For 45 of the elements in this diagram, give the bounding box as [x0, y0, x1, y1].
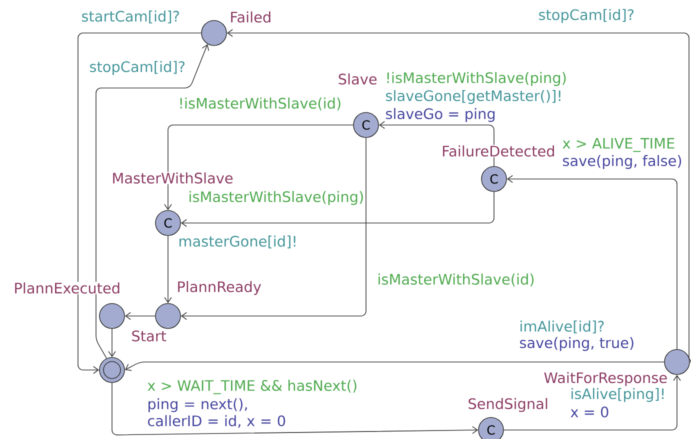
- transition-arrow: [164, 124, 354, 210]
- edge-label: imAlive[id]?: [518, 320, 606, 334]
- initial-location: [99, 357, 125, 383]
- location-name: PlannExecuted: [13, 282, 122, 294]
- location-circle: [201, 20, 227, 46]
- edge-label: x > ALIVE_TIME: [561, 137, 676, 153]
- committed-location: C: [353, 112, 379, 138]
- transition-arrow: [124, 362, 664, 371]
- location-name: Slave: [337, 72, 378, 86]
- transition-arrow: [226, 29, 691, 362]
- edge-label: isMasterWithSlave(ping): [187, 190, 366, 206]
- transition-arrow: [108, 328, 116, 358]
- transition-arrow: [180, 138, 366, 320]
- location-circle: [155, 303, 181, 329]
- committed-location: C: [478, 417, 504, 439]
- transition-arrow: [124, 312, 156, 320]
- transition-arrow: [112, 382, 478, 436]
- edge-label: masterGone[id]!: [177, 234, 298, 250]
- location-name: Start: [132, 330, 166, 342]
- edge-label: stopCam[id]?: [537, 8, 636, 24]
- edge-label: startCam[id]?: [80, 10, 181, 24]
- transition-arrow: [378, 121, 494, 166]
- location-circle: [99, 303, 125, 329]
- transition-arrow: [78, 32, 202, 374]
- transition-arrow: [164, 235, 172, 304]
- committed-location: C: [155, 210, 181, 236]
- update-label: x = 0: [570, 406, 608, 418]
- edge-label: x > WAIT_TIME && hasNext(): [146, 378, 359, 396]
- committed-location: C: [481, 166, 507, 192]
- update-label: slaveGo = ping: [386, 108, 495, 122]
- edge-label: !isMasterWithSlave(id): [177, 96, 343, 112]
- location-name: Failed: [229, 10, 272, 24]
- edge-label: stopCam[id]?: [88, 60, 187, 76]
- location-name: WaitForResponse: [543, 372, 668, 386]
- transition-arrow: [180, 191, 494, 227]
- edge-label: isMasterWithSlave(id): [376, 272, 536, 288]
- location-name: MasterWithSlave: [111, 172, 234, 184]
- transition-arrow: [96, 44, 210, 359]
- location-name: FailureDetected: [441, 144, 556, 158]
- location-name: SendSignal: [467, 398, 549, 412]
- edge-label: !isMasterWithSlave(ping): [384, 71, 568, 87]
- location-name: PlannReady: [176, 280, 262, 296]
- transition-arrow: [504, 374, 681, 430]
- transition-arrow: [506, 175, 678, 350]
- edge-label: isAlive[ping]!: [569, 387, 667, 403]
